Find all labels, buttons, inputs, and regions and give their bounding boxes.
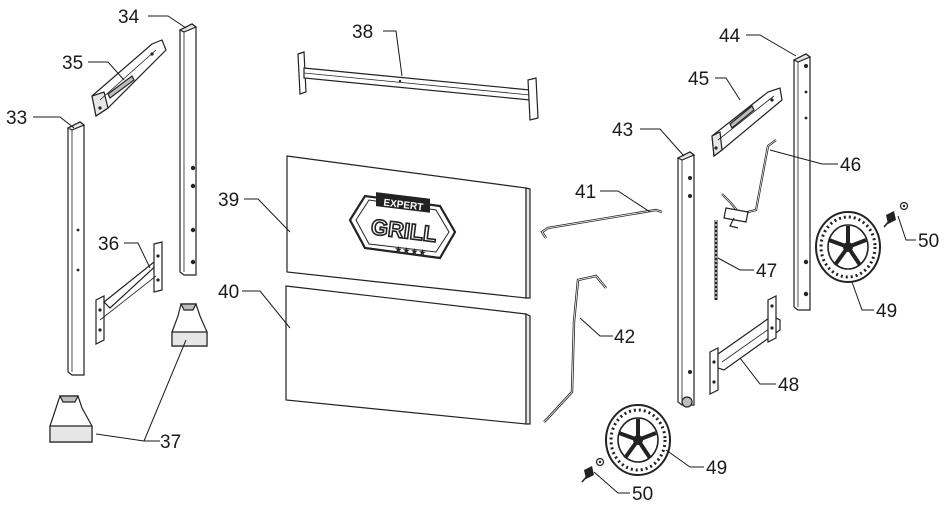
label-34: 34 [118,7,140,28]
part-41-rod [540,208,663,239]
leader-lines [33,15,916,494]
part-37-foot-lower [49,395,93,443]
label-48: 48 [778,375,799,396]
label-49-lower: 49 [706,458,727,479]
part-36-lower-bracket [95,241,163,345]
label-42: 42 [614,327,635,348]
label-41: 41 [575,182,596,203]
part-44-right-leg-rear [792,53,812,311]
label-45: 45 [688,69,709,90]
expert-grill-logo: EXPERT GRILL ★★★★ [348,192,457,260]
part-49-wheel-upper [815,211,881,283]
label-37: 37 [160,432,181,453]
part-37-foot-upper [171,303,208,347]
part-34-left-leg-rear [178,23,198,276]
label-50-upper: 50 [918,231,939,252]
part-33-left-leg [66,121,86,376]
label-33: 33 [6,108,27,129]
part-42-bent-rod [543,274,607,423]
label-39: 39 [218,190,239,211]
label-43: 43 [612,120,633,141]
part-48-lower-bracket [709,295,781,395]
logo-stars: ★★★★ [394,245,427,259]
part-43-right-leg [676,151,696,408]
label-49-upper: 49 [876,301,897,322]
label-47: 47 [756,261,777,282]
label-38: 38 [352,22,373,43]
label-44: 44 [719,26,741,47]
part-50-fasteners-upper [883,201,909,228]
part-50-fasteners-lower [581,457,605,483]
part-45-upper-bracket [711,87,783,158]
part-40-lower-panel [285,285,531,425]
label-46: 46 [840,155,861,176]
part-labels: 33 34 35 36 37 38 39 40 41 42 43 44 45 4… [6,7,939,505]
part-46-hanger [721,139,777,229]
part-35-upper-bracket [91,39,167,117]
part-39-front-panel: EXPERT GRILL ★★★★ [286,155,531,299]
part-38-top-crossbar [297,51,539,121]
label-36: 36 [98,234,119,255]
label-50-lower: 50 [632,484,653,505]
label-40: 40 [218,282,239,303]
label-35: 35 [62,53,83,74]
part-49-wheel-lower [605,404,671,476]
logo-top-text: EXPERT [383,198,424,214]
